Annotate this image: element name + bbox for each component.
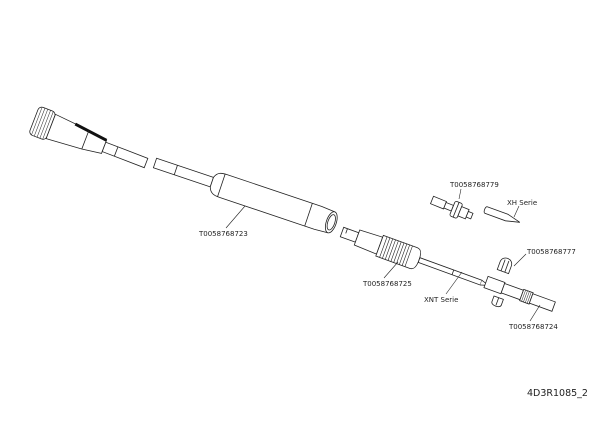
label-xnt-tip: XNT Serie: [424, 296, 459, 304]
label-clip: T0058768777: [527, 248, 576, 256]
label-sleeve: T0058768724: [509, 323, 558, 331]
cable-connector: [29, 106, 149, 169]
clip-part: [496, 257, 513, 275]
label-heating-element: T0058768725: [363, 280, 412, 288]
leader-lines: [225, 188, 541, 322]
drawing-code: 4D3R1085_2: [527, 388, 588, 399]
label-xh-tip: XH Serie: [507, 199, 538, 207]
label-handle: T0058768723: [199, 230, 248, 238]
heating-element-part: [339, 226, 490, 286]
collar-part: [429, 195, 474, 220]
handle-part: [152, 157, 338, 234]
label-collar: T0058768779: [450, 181, 499, 189]
lower-clip-part: [491, 295, 504, 308]
sleeve-part: [483, 275, 556, 312]
xh-tip-part: [483, 206, 521, 223]
